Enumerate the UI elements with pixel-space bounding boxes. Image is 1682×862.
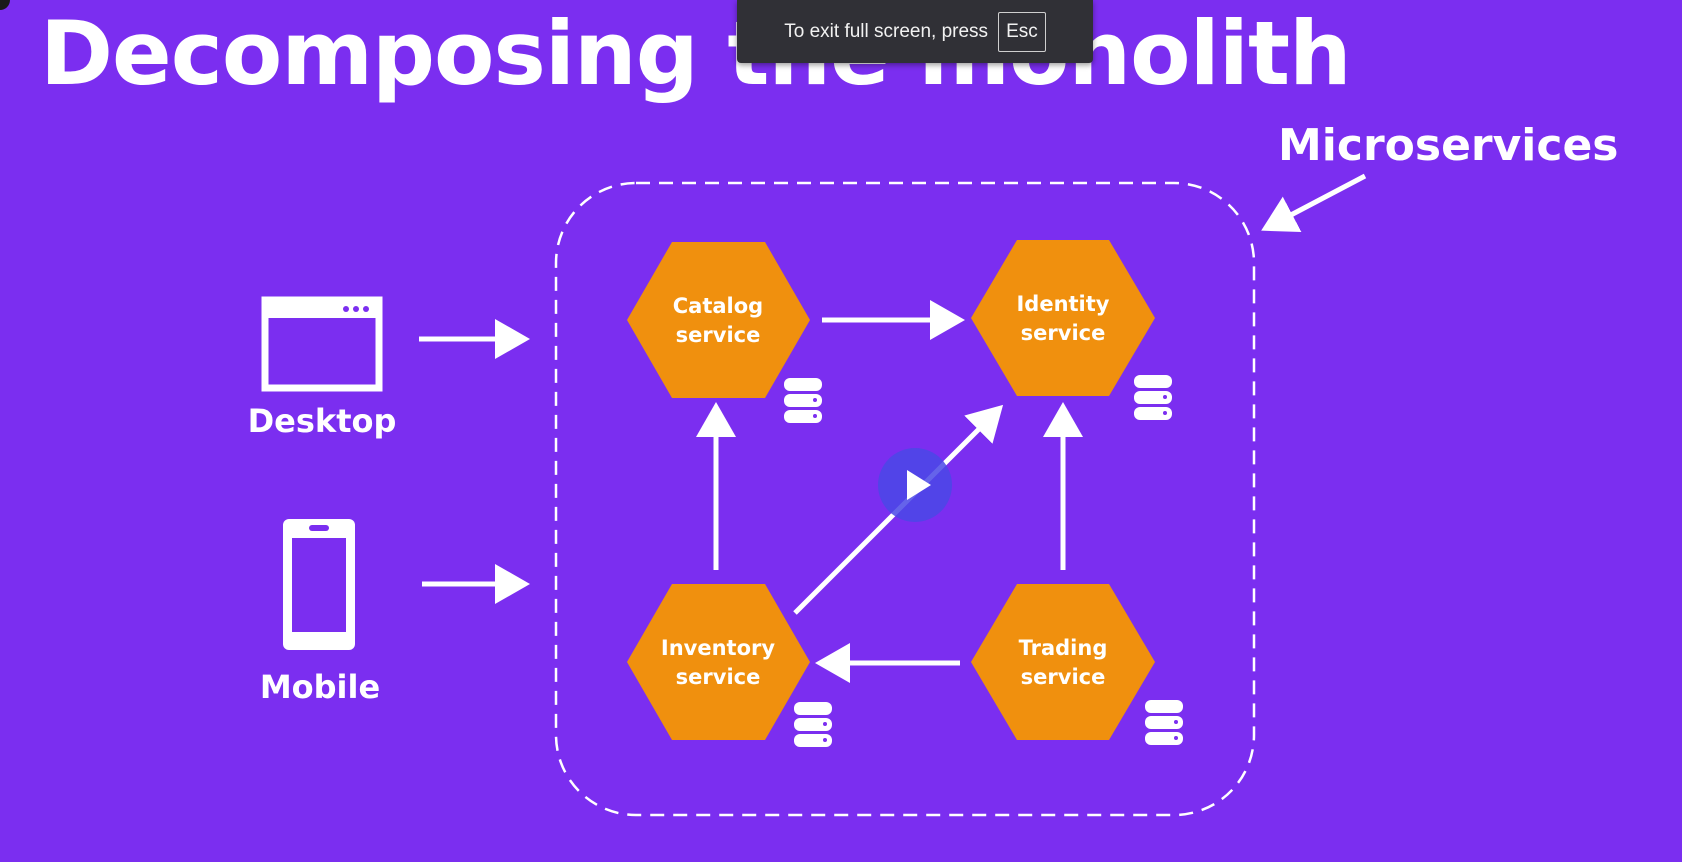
inventory-service-suffix: service — [675, 665, 761, 689]
identity-service-label: Identity service — [973, 290, 1153, 348]
microservices-label: Microservices — [1278, 120, 1619, 171]
identity-service-name: Identity — [1016, 292, 1110, 316]
mobile-label: Mobile — [259, 668, 381, 706]
esc-key: Esc — [998, 11, 1046, 52]
corner-indicator — [0, 0, 10, 10]
catalog-service-hexagon — [627, 242, 810, 398]
catalog-service-suffix: service — [675, 323, 761, 347]
trading-service-name: Trading — [1018, 636, 1108, 660]
catalog-service-name: Catalog — [672, 294, 764, 318]
desktop-window-icon — [261, 296, 383, 392]
trading-service-suffix: service — [1020, 665, 1106, 689]
toast-message: To exit full screen, press — [784, 20, 989, 42]
identity-service-suffix: service — [1020, 321, 1106, 345]
play-button[interactable] — [878, 448, 952, 522]
slide-title: Decomposing the monolith — [40, 2, 1352, 105]
fullscreen-exit-toast: To exit full screen, press Esc — [737, 0, 1093, 63]
database-icon — [784, 378, 822, 423]
catalog-service-label: Catalog service — [628, 292, 808, 350]
inventory-service-label: Inventory service — [628, 634, 808, 692]
trading-service-hexagon — [971, 584, 1155, 740]
database-icon — [794, 702, 832, 747]
callout-arrow-icon — [1261, 173, 1367, 233]
desktop-label: Desktop — [247, 402, 397, 440]
identity-service-hexagon — [971, 240, 1155, 396]
database-icon — [1134, 375, 1172, 420]
inventory-service-name: Inventory — [660, 636, 776, 660]
trading-service-label: Trading service — [973, 634, 1153, 692]
database-icon — [1145, 700, 1183, 745]
inventory-service-hexagon — [627, 584, 810, 740]
mobile-phone-icon — [283, 519, 355, 650]
play-icon — [907, 470, 931, 500]
microservices-boundary — [554, 181, 1256, 817]
